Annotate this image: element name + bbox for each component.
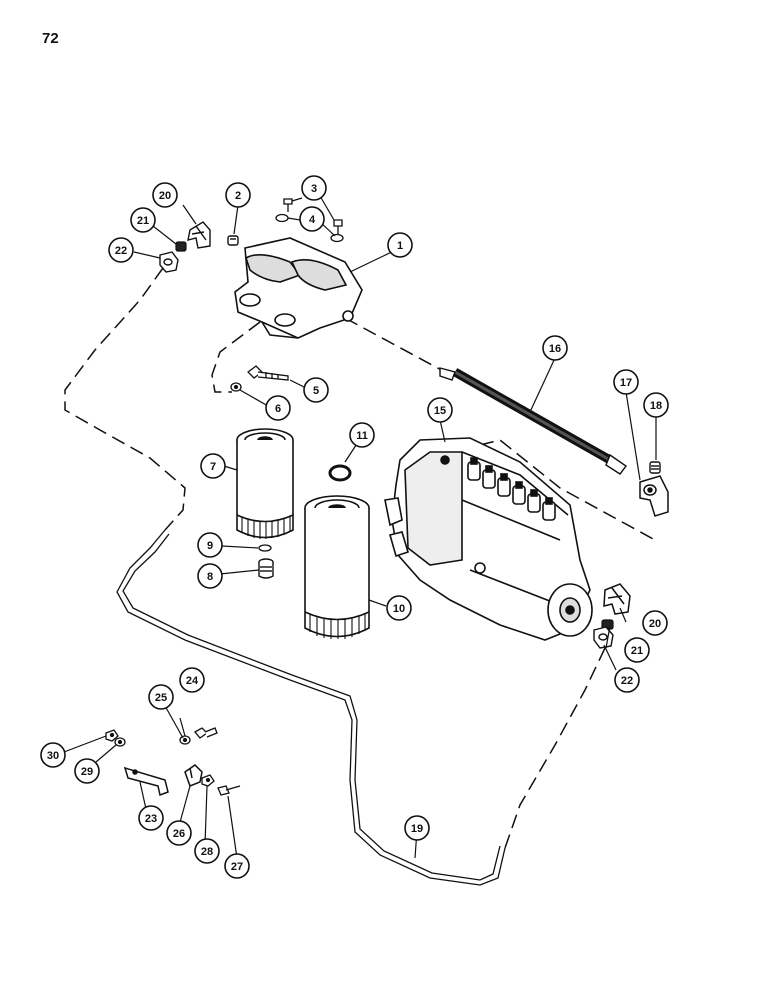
svg-text:22: 22 bbox=[115, 245, 127, 257]
elbow-fitting-20-lower bbox=[603, 583, 631, 615]
svg-text:20: 20 bbox=[159, 190, 171, 202]
svg-text:21: 21 bbox=[631, 645, 643, 657]
callout-8: 8 bbox=[197, 563, 223, 589]
filter-element-7 bbox=[236, 428, 294, 539]
callout-2: 2 bbox=[225, 182, 251, 208]
svg-text:7: 7 bbox=[210, 461, 216, 473]
callout-29: 29 bbox=[74, 758, 100, 784]
svg-text:4: 4 bbox=[309, 214, 316, 226]
callout-22-upper: 22 bbox=[108, 237, 134, 263]
svg-text:2: 2 bbox=[235, 190, 241, 202]
callout-5: 5 bbox=[303, 377, 329, 403]
svg-text:18: 18 bbox=[650, 400, 662, 412]
nut-21-upper bbox=[175, 241, 187, 252]
svg-text:30: 30 bbox=[47, 750, 59, 762]
clip-26 bbox=[184, 764, 203, 787]
nut-30 bbox=[105, 729, 119, 742]
svg-text:1: 1 bbox=[397, 240, 403, 252]
bolt-5 bbox=[247, 365, 289, 381]
callout-17: 17 bbox=[613, 369, 639, 395]
callout-18: 18 bbox=[643, 392, 669, 418]
elbow-fitting-20-upper bbox=[187, 221, 211, 249]
nut-22-upper bbox=[159, 251, 179, 273]
o-ring-9 bbox=[258, 544, 272, 552]
svg-text:29: 29 bbox=[81, 766, 93, 778]
svg-text:9: 9 bbox=[207, 540, 213, 552]
dashed-line-22-to-19-right bbox=[504, 647, 606, 849]
plug-18 bbox=[649, 461, 661, 474]
svg-text:16: 16 bbox=[549, 343, 561, 355]
dashed-line-1-to-6 bbox=[211, 321, 261, 393]
svg-text:26: 26 bbox=[173, 828, 185, 840]
callout-19: 19 bbox=[404, 815, 430, 841]
callout-1: 1 bbox=[387, 232, 413, 258]
svg-text:20: 20 bbox=[649, 618, 661, 630]
seal-ring-11 bbox=[328, 464, 352, 482]
callout-24: 24 bbox=[179, 667, 205, 693]
dashed-line-1-to-16 bbox=[344, 317, 446, 373]
svg-text:21: 21 bbox=[137, 215, 149, 227]
svg-text:27: 27 bbox=[231, 861, 243, 873]
svg-text:15: 15 bbox=[434, 405, 446, 417]
svg-text:3: 3 bbox=[311, 183, 317, 195]
fuel-hose-16 bbox=[439, 367, 627, 475]
callout-4: 4 bbox=[299, 206, 325, 232]
page-number: 72 bbox=[42, 30, 59, 47]
filter-element-10 bbox=[304, 495, 370, 639]
svg-text:5: 5 bbox=[313, 385, 319, 397]
injection-pump-15 bbox=[384, 437, 593, 641]
svg-text:11: 11 bbox=[356, 430, 368, 442]
screw-3-washer-4 bbox=[275, 198, 344, 243]
washer-25 bbox=[179, 735, 191, 745]
svg-text:28: 28 bbox=[201, 846, 213, 858]
svg-text:8: 8 bbox=[207, 571, 213, 583]
bracket-23 bbox=[123, 766, 169, 797]
callout-7: 7 bbox=[200, 453, 226, 479]
callout-30: 30 bbox=[40, 742, 66, 768]
nut-28 bbox=[201, 774, 215, 787]
callout-20-lower: 20 bbox=[642, 610, 668, 636]
callout-25: 25 bbox=[148, 684, 174, 710]
callout-20-upper: 20 bbox=[152, 182, 178, 208]
callout-21-upper: 21 bbox=[130, 207, 156, 233]
bolt-27 bbox=[217, 785, 241, 796]
plug-2 bbox=[227, 235, 239, 246]
callout-9: 9 bbox=[197, 532, 223, 558]
callout-10: 10 bbox=[386, 595, 412, 621]
callout-16: 16 bbox=[542, 335, 568, 361]
svg-text:22: 22 bbox=[621, 675, 633, 687]
callout-22-lower: 22 bbox=[614, 667, 640, 693]
svg-text:6: 6 bbox=[275, 403, 281, 415]
fuel-pipe-19 bbox=[116, 529, 506, 886]
svg-text:17: 17 bbox=[620, 377, 632, 389]
banjo-fitting-17 bbox=[639, 475, 669, 517]
dashed-line-22-to-19 bbox=[64, 267, 186, 531]
svg-text:19: 19 bbox=[411, 823, 423, 835]
bolt-24 bbox=[194, 727, 218, 739]
dashed-fuel-lines bbox=[64, 267, 656, 849]
dashed-line-15-to-17 bbox=[479, 439, 656, 541]
drain-plug-8 bbox=[258, 558, 274, 579]
callout-11: 11 bbox=[349, 422, 375, 448]
washer-29 bbox=[114, 737, 126, 747]
callout-27: 27 bbox=[224, 853, 250, 879]
callout-21-lower: 21 bbox=[624, 637, 650, 663]
callout-23: 23 bbox=[138, 805, 164, 831]
callout-6: 6 bbox=[265, 395, 291, 421]
callout-28: 28 bbox=[194, 838, 220, 864]
filter-head-1 bbox=[234, 237, 363, 339]
svg-text:23: 23 bbox=[145, 813, 157, 825]
callout-26: 26 bbox=[166, 820, 192, 846]
washer-6 bbox=[230, 382, 242, 392]
svg-text:25: 25 bbox=[155, 692, 167, 704]
svg-text:24: 24 bbox=[186, 675, 199, 687]
nut-22-lower bbox=[593, 626, 614, 649]
callout-15: 15 bbox=[427, 397, 453, 423]
svg-text:10: 10 bbox=[393, 603, 405, 615]
callout-3: 3 bbox=[301, 175, 327, 201]
callouts: 1 2 3 4 5 6 7 8 bbox=[40, 175, 669, 879]
